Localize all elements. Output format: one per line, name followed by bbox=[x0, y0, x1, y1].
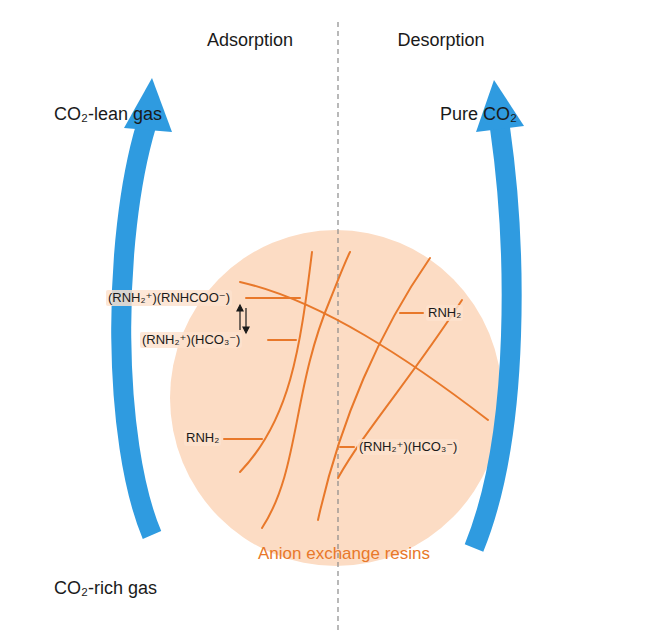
phase-heading: Adsorption bbox=[207, 30, 293, 52]
species-label: (RNH₂⁺)(RNHCOO⁻) bbox=[106, 290, 232, 306]
gas-flow-arrow bbox=[474, 80, 524, 548]
gas-label: Pure CO₂ bbox=[440, 104, 517, 126]
species-label: RNH₂ bbox=[426, 305, 463, 321]
species-label: RNH₂ bbox=[184, 430, 221, 446]
resin-strands bbox=[224, 252, 488, 528]
gas-label: CO₂-lean gas bbox=[54, 104, 162, 126]
divider-line bbox=[337, 22, 338, 630]
phase-heading: Desorption bbox=[397, 30, 484, 52]
resin-label: Anion exchange resins bbox=[258, 544, 430, 564]
gas-flow-arrow bbox=[121, 78, 172, 535]
species-label: (RNH₂⁺)(HCO₃⁻) bbox=[140, 332, 242, 348]
equilibrium-arrows bbox=[237, 305, 249, 333]
resin-bead: Anion exchange resins bbox=[170, 230, 502, 566]
gas-label: CO₂-rich gas bbox=[54, 578, 157, 600]
species-label: (RNH₂⁺)(HCO₃⁻) bbox=[357, 439, 459, 455]
